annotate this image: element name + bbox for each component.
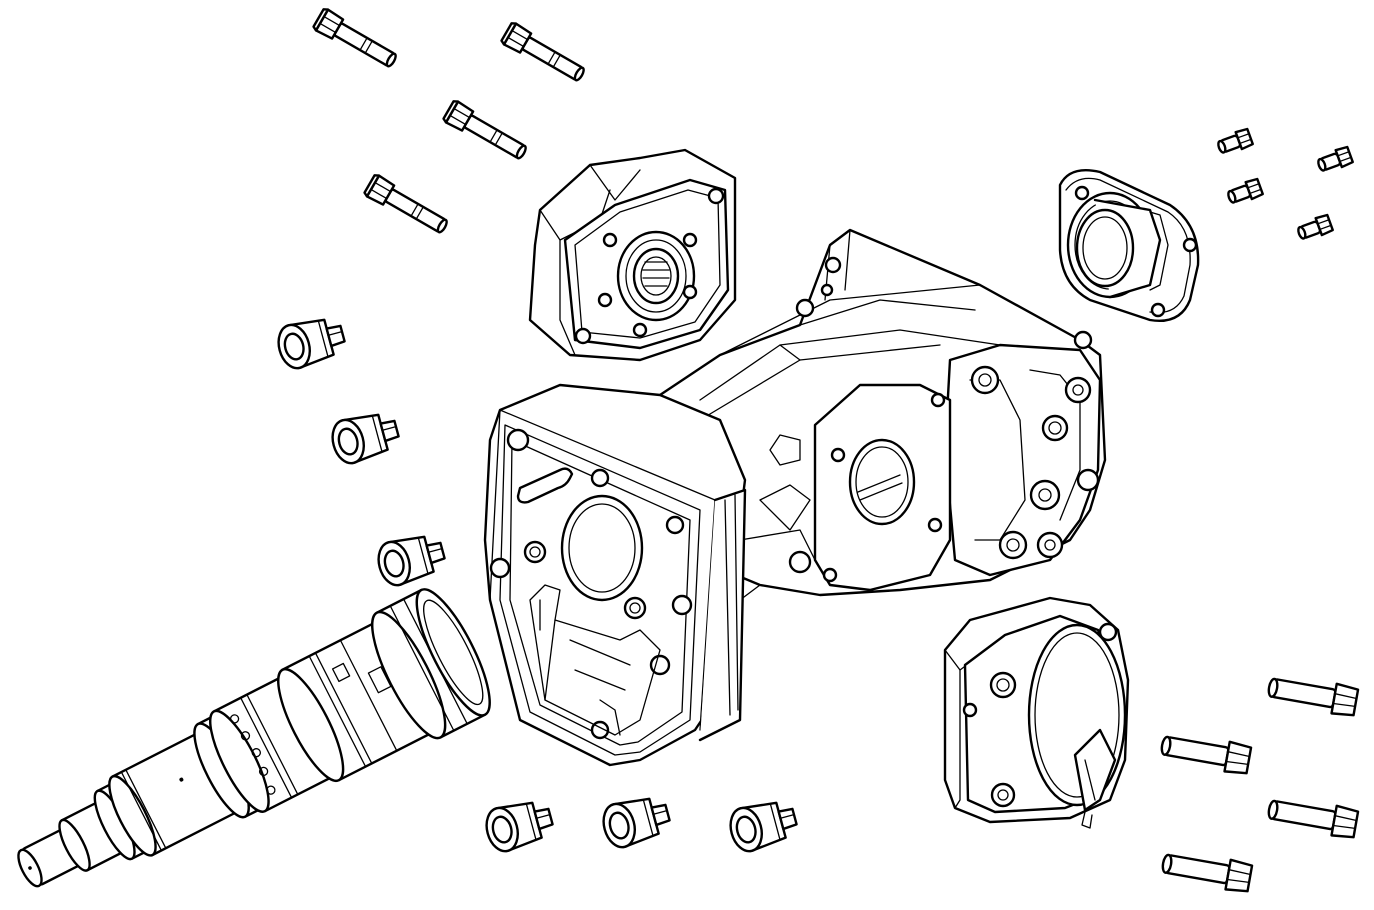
plug-2 [326, 406, 404, 468]
long-bolt-2 [499, 20, 590, 88]
flange-bearing-right [1058, 168, 1200, 322]
short-bolt-3 [1265, 793, 1360, 841]
end-cover-lower [943, 596, 1130, 829]
flange-cover-upper [528, 148, 737, 362]
plug-3 [372, 528, 450, 590]
short-bolt-4 [1159, 847, 1254, 895]
long-bolt-3 [441, 98, 532, 166]
plug-6 [724, 794, 802, 856]
plug-5 [597, 790, 675, 852]
short-bolt-1 [1265, 671, 1360, 719]
housing [483, 228, 1107, 767]
shaft-assembly [17, 588, 491, 888]
small-bolt-3 [1224, 176, 1265, 208]
small-bolt-4 [1294, 212, 1335, 244]
short-bolt-2 [1158, 729, 1253, 777]
small-bolt-1 [1214, 126, 1255, 158]
small-bolt-2 [1314, 144, 1355, 176]
long-bolt-1 [311, 6, 402, 74]
long-bolt-4 [362, 172, 453, 240]
plug-4 [480, 794, 558, 856]
plug-1 [272, 311, 350, 373]
